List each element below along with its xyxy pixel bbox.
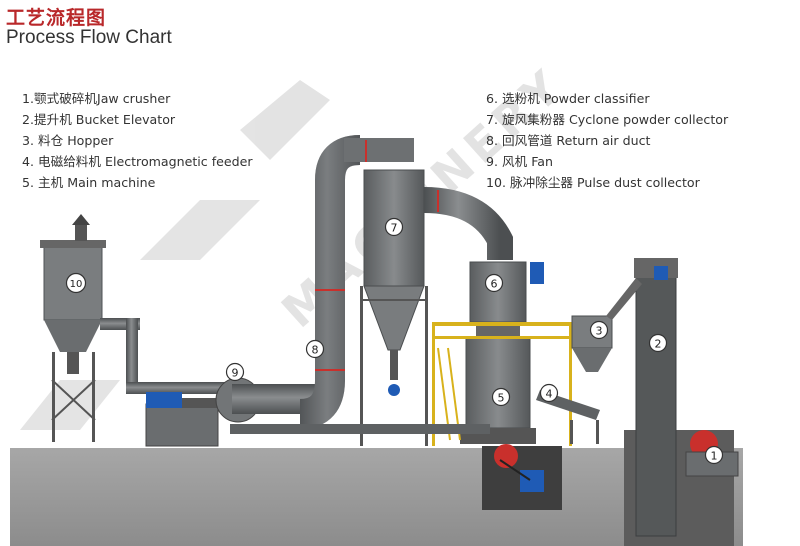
title-cn: 工艺流程图	[6, 7, 107, 29]
legend-item-5: 5. 主机 Main machine	[22, 175, 156, 190]
badge-8: 8	[305, 339, 325, 359]
svg-text:10: 10	[70, 279, 83, 290]
pulse-dust-collector	[40, 214, 236, 442]
svg-text:3: 3	[596, 325, 603, 338]
svg-text:8: 8	[312, 344, 319, 357]
return-air-duct	[298, 135, 414, 429]
ground	[10, 430, 743, 546]
ground-pipe	[230, 424, 490, 434]
cyclone-collector	[360, 169, 513, 446]
legend-left: 1.颚式破碎机Jaw crusher 2.提升机 Bucket Elevator…	[22, 88, 253, 193]
legend-item-6: 6. 选粉机 Powder classifier	[486, 91, 650, 106]
legend-item-7: 7. 旋风集粉器 Cyclone powder collector	[486, 112, 729, 127]
legend-item-3: 3. 料仓 Hopper	[22, 133, 114, 148]
svg-text:1: 1	[711, 450, 718, 463]
title-en: Process Flow Chart	[6, 27, 172, 48]
badge-4: 4	[539, 383, 559, 403]
bucket-elevator	[606, 258, 678, 537]
badge-2: 2	[648, 333, 668, 353]
watermark-logo	[20, 80, 330, 430]
badge-9: 9	[225, 362, 245, 382]
svg-text:6: 6	[491, 278, 498, 291]
svg-text:5: 5	[498, 392, 505, 405]
legend-item-1: 1.颚式破碎机Jaw crusher	[22, 91, 171, 106]
badge-3: 3	[589, 320, 609, 340]
legend-item-2: 2.提升机 Bucket Elevator	[22, 112, 176, 127]
badge-10: 10	[65, 272, 87, 294]
svg-text:4: 4	[546, 388, 553, 401]
legend-item-10: 10. 脉冲除尘器 Pulse dust collector	[486, 175, 700, 190]
legend-right: 6. 选粉机 Powder classifier 7. 旋风集粉器 Cyclon…	[486, 88, 728, 193]
legend-item-9: 9. 风机 Fan	[486, 154, 553, 169]
badge-5: 5	[491, 387, 511, 407]
badge-6: 6	[484, 273, 504, 293]
svg-text:7: 7	[391, 222, 398, 235]
svg-text:9: 9	[232, 367, 239, 380]
badge-7: 7	[384, 217, 404, 237]
main-machine	[460, 261, 544, 492]
legend-item-8: 8. 回风管道 Return air duct	[486, 133, 651, 148]
svg-text:2: 2	[655, 338, 662, 351]
legend-item-4: 4. 电磁给料机 Electromagnetic feeder	[22, 154, 253, 169]
badge-1: 1	[704, 445, 724, 465]
